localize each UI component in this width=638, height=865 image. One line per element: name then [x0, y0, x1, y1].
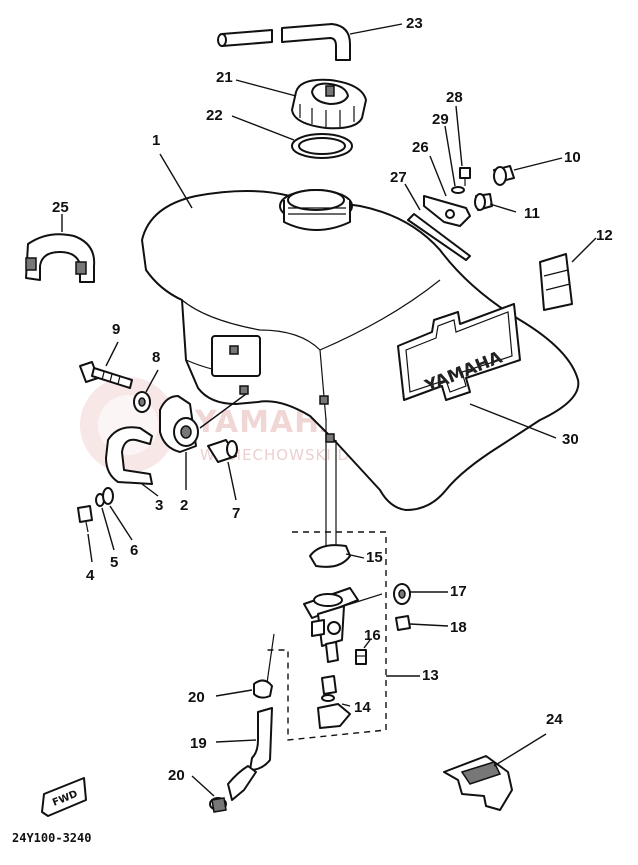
breather-hose [217, 23, 403, 61]
side-damper [159, 393, 247, 490]
callout-20-lower: 20 [168, 767, 185, 784]
tank-bracket [105, 426, 159, 497]
callout-2: 2 [180, 497, 188, 514]
callout-26: 26 [412, 139, 429, 156]
callout-21: 21 [216, 69, 233, 86]
mount-washer [133, 369, 159, 413]
callout-17: 17 [450, 583, 467, 600]
callout-23: 23 [406, 15, 423, 32]
forward-arrow-icon: FWD [41, 777, 87, 817]
callout-20-upper: 20 [188, 689, 205, 706]
fuel-cock-assembly [266, 418, 420, 741]
callout-8: 8 [152, 349, 160, 366]
fuel-hose-group [191, 633, 275, 813]
callout-19: 19 [190, 735, 207, 752]
callout-4: 4 [86, 567, 95, 584]
cock-mount-hardware [393, 583, 449, 631]
callout-15: 15 [366, 549, 383, 566]
callout-22: 22 [206, 107, 223, 124]
tank-band [25, 214, 96, 283]
callout-30: 30 [562, 431, 579, 448]
rear-bracket-group [404, 105, 563, 261]
mount-bolt [79, 341, 133, 389]
small-fasteners [77, 487, 133, 563]
callout-24: 24 [546, 711, 563, 728]
callout-14: 14 [354, 699, 371, 716]
callout-16: 16 [364, 627, 381, 644]
fuel-cap [235, 78, 367, 130]
callout-25: 25 [52, 199, 69, 216]
callout-1: 1 [152, 132, 160, 149]
callout-9: 9 [112, 321, 120, 338]
callout-18: 18 [450, 619, 467, 636]
callout-28: 28 [446, 89, 463, 106]
callout-3: 3 [155, 497, 163, 514]
callout-numbers: 1 2 3 4 5 6 7 8 9 10 11 12 13 14 15 16 1… [52, 15, 613, 784]
cap-gasket [231, 115, 353, 159]
callout-10: 10 [564, 149, 581, 166]
fuel-tank: YAMAHA [141, 153, 580, 511]
diagram-code: 24Y100-3240 [12, 831, 91, 845]
callout-11: 11 [524, 205, 540, 222]
callout-29: 29 [432, 111, 449, 128]
callout-7: 7 [232, 505, 240, 522]
callout-5: 5 [110, 554, 118, 571]
callout-13: 13 [422, 667, 439, 684]
callout-6: 6 [130, 542, 138, 559]
tank-cover [443, 733, 547, 811]
callout-12: 12 [596, 227, 613, 244]
callout-27: 27 [390, 169, 407, 186]
collar [207, 439, 238, 501]
tank-damper [539, 237, 597, 311]
